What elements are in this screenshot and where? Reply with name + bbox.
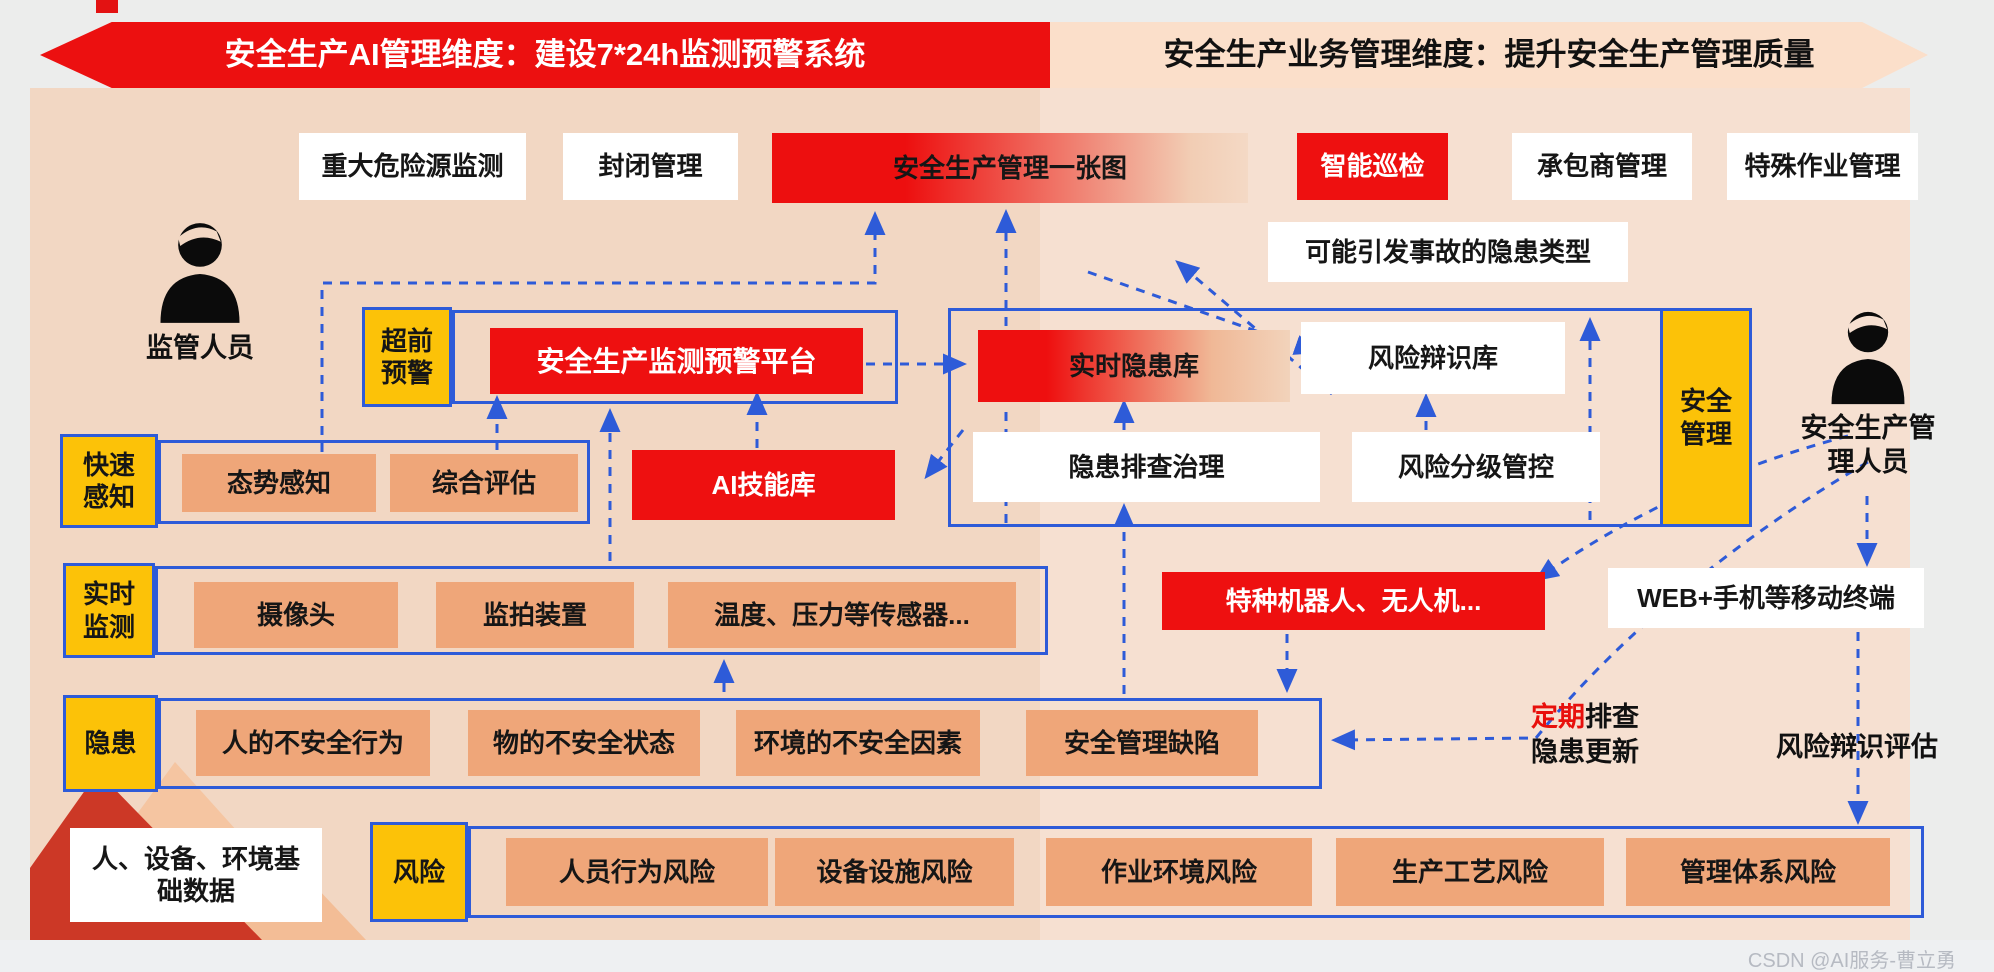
box-sensors-label: 温度、压力等传感器... — [714, 599, 970, 630]
safety-manager-person-icon — [1820, 308, 1916, 408]
tag-realtime-monitoring-label: 实时监测 — [82, 579, 135, 642]
supervisor-label-text: 监管人员 — [146, 333, 254, 363]
box-closed-management: 封闭管理 — [563, 133, 738, 200]
tag-risk: 风险 — [370, 822, 468, 922]
box-one-map-label: 安全生产管理一张图 — [892, 152, 1127, 183]
hidden-danger-container — [158, 698, 1322, 789]
box-unsafe-object-state: 物的不安全状态 — [468, 710, 700, 776]
box-personnel-behavior-risk: 人员行为风险 — [506, 838, 768, 906]
box-monitoring-warning-platform-label: 安全生产监测预警平台 — [536, 345, 817, 377]
watermark: CSDN @AI服务-曹立勇 — [1690, 944, 1956, 972]
box-sensors: 温度、压力等传感器... — [668, 582, 1016, 648]
box-realtime-hazard-db: 实时隐患库 — [978, 330, 1290, 402]
box-special-robots-drones-label: 特种机器人、无人机... — [1225, 585, 1482, 616]
tag-hidden-danger: 隐患 — [63, 695, 158, 792]
box-comprehensive-evaluation-label: 综合评估 — [431, 467, 536, 498]
note-periodic-red-text: 定期 — [1531, 702, 1585, 732]
platform-container — [452, 310, 898, 404]
box-photo-device: 监拍装置 — [436, 582, 634, 648]
note-periodic-investigation: 定期排查 隐患更新 — [1492, 700, 1678, 770]
box-risk-identification-db: 风险辩识库 — [1301, 322, 1565, 394]
box-risk-grading-control: 风险分级管控 — [1352, 432, 1600, 502]
box-situation-awareness: 态势感知 — [182, 454, 376, 512]
tag-safety-management: 安全管理 — [1660, 308, 1752, 527]
box-monitoring-warning-platform: 安全生产监测预警平台 — [490, 328, 863, 394]
banner-ai-dimension: 安全生产AI管理维度：建设7*24h监测预警系统 — [40, 22, 1050, 88]
box-management-system-risk-label: 管理体系风险 — [1679, 856, 1836, 887]
box-equipment-facility-risk: 设备设施风险 — [775, 838, 1014, 906]
box-unsafe-environment-factor-label: 环境的不安全因素 — [753, 727, 962, 758]
box-special-operations: 特殊作业管理 — [1727, 133, 1918, 200]
box-safety-management-defect: 安全管理缺陷 — [1026, 710, 1258, 776]
note-risk-assessment-text: 风险辩识评估 — [1776, 732, 1938, 762]
tag-early-warning-label: 超前预警 — [380, 325, 433, 389]
box-risk-identification-db-label: 风险辩识库 — [1367, 342, 1498, 373]
tag-risk-label: 风险 — [392, 856, 445, 887]
note-periodic-black-text: 排查 — [1585, 702, 1639, 732]
bottom-strip — [0, 940, 1994, 972]
box-accident-hazard-types: 可能引发事故的隐患类型 — [1268, 222, 1628, 282]
tag-rapid-perception-label: 快速感知 — [82, 449, 135, 513]
box-smart-inspection: 智能巡检 — [1297, 133, 1448, 200]
box-ai-skill-library: AI技能库 — [632, 450, 895, 520]
tag-hidden-danger-label: 隐患 — [84, 728, 137, 759]
box-situation-awareness-label: 态势感知 — [226, 467, 331, 498]
box-one-map: 安全生产管理一张图 — [772, 133, 1248, 203]
banner-business-dimension-label: 安全生产业务管理维度：提升安全生产管理质量 — [1163, 36, 1815, 72]
box-base-data-label: 人、设备、环境基础数据 — [91, 843, 300, 907]
watermark-text: CSDN @AI服务-曹立勇 — [1747, 950, 1956, 972]
box-hazard-investigation: 隐患排查治理 — [973, 432, 1320, 502]
banner-ai-dimension-label: 安全生产AI管理维度：建设7*24h监测预警系统 — [224, 36, 866, 72]
box-major-hazard-monitoring: 重大危险源监测 — [299, 133, 526, 200]
box-risk-grading-control-label: 风险分级管控 — [1397, 451, 1554, 482]
perception-container — [158, 440, 590, 524]
box-unsafe-object-state-label: 物的不安全状态 — [492, 727, 675, 758]
box-photo-device-label: 监拍装置 — [482, 599, 587, 630]
box-unsafe-environment-factor: 环境的不安全因素 — [736, 710, 980, 776]
box-comprehensive-evaluation: 综合评估 — [390, 454, 578, 512]
box-accident-hazard-types-label: 可能引发事故的隐患类型 — [1304, 236, 1591, 267]
box-work-environment-risk: 作业环境风险 — [1046, 838, 1312, 906]
box-web-mobile-terminals: WEB+手机等移动终端 — [1608, 568, 1924, 628]
box-production-process-risk-label: 生产工艺风险 — [1391, 856, 1548, 887]
box-camera-label: 摄像头 — [256, 599, 335, 630]
safety-manager-label: 安全生产管理人员 — [1796, 412, 1940, 480]
safety-manager-label-text: 安全生产管理人员 — [1800, 413, 1936, 477]
note-hazard-update-text: 隐患更新 — [1531, 737, 1639, 768]
box-personnel-behavior-risk-label: 人员行为风险 — [558, 856, 715, 887]
box-special-robots-drones: 特种机器人、无人机... — [1162, 572, 1545, 630]
tag-early-warning: 超前预警 — [362, 307, 452, 407]
box-contractor-management: 承包商管理 — [1512, 133, 1692, 200]
box-major-hazard-label: 重大危险源监测 — [321, 151, 504, 182]
logo-red-square — [96, 0, 118, 13]
note-risk-assessment: 风险辩识评估 — [1752, 730, 1962, 765]
box-special-operations-label: 特殊作业管理 — [1744, 151, 1901, 182]
tag-rapid-perception: 快速感知 — [60, 434, 158, 528]
box-realtime-hazard-db-label: 实时隐患库 — [1068, 350, 1199, 381]
supervisor-label: 监管人员 — [110, 332, 290, 366]
box-unsafe-human-behavior: 人的不安全行为 — [196, 710, 430, 776]
box-camera: 摄像头 — [194, 582, 398, 648]
box-safety-management-defect-label: 安全管理缺陷 — [1063, 727, 1220, 758]
box-hazard-investigation-label: 隐患排查治理 — [1068, 451, 1225, 482]
box-web-mobile-terminals-label: WEB+手机等移动终端 — [1637, 582, 1895, 613]
box-ai-skill-library-label: AI技能库 — [711, 469, 816, 500]
box-base-data: 人、设备、环境基础数据 — [70, 828, 322, 922]
box-management-system-risk: 管理体系风险 — [1626, 838, 1890, 906]
box-unsafe-human-behavior-label: 人的不安全行为 — [221, 727, 404, 758]
tag-realtime-monitoring: 实时监测 — [63, 563, 155, 658]
risk-container — [468, 826, 1924, 918]
box-closed-management-label: 封闭管理 — [598, 151, 703, 182]
box-equipment-facility-risk-label: 设备设施风险 — [816, 856, 973, 887]
supervisor-person-icon — [148, 218, 252, 328]
box-production-process-risk: 生产工艺风险 — [1336, 838, 1604, 906]
monitoring-container — [155, 566, 1048, 655]
box-work-environment-risk-label: 作业环境风险 — [1100, 856, 1257, 887]
tag-safety-management-label: 安全管理 — [1679, 386, 1732, 449]
box-smart-inspection-label: 智能巡检 — [1320, 151, 1425, 182]
banner-business-dimension: 安全生产业务管理维度：提升安全生产管理质量 — [1050, 22, 1928, 88]
box-contractor-management-label: 承包商管理 — [1536, 151, 1667, 182]
